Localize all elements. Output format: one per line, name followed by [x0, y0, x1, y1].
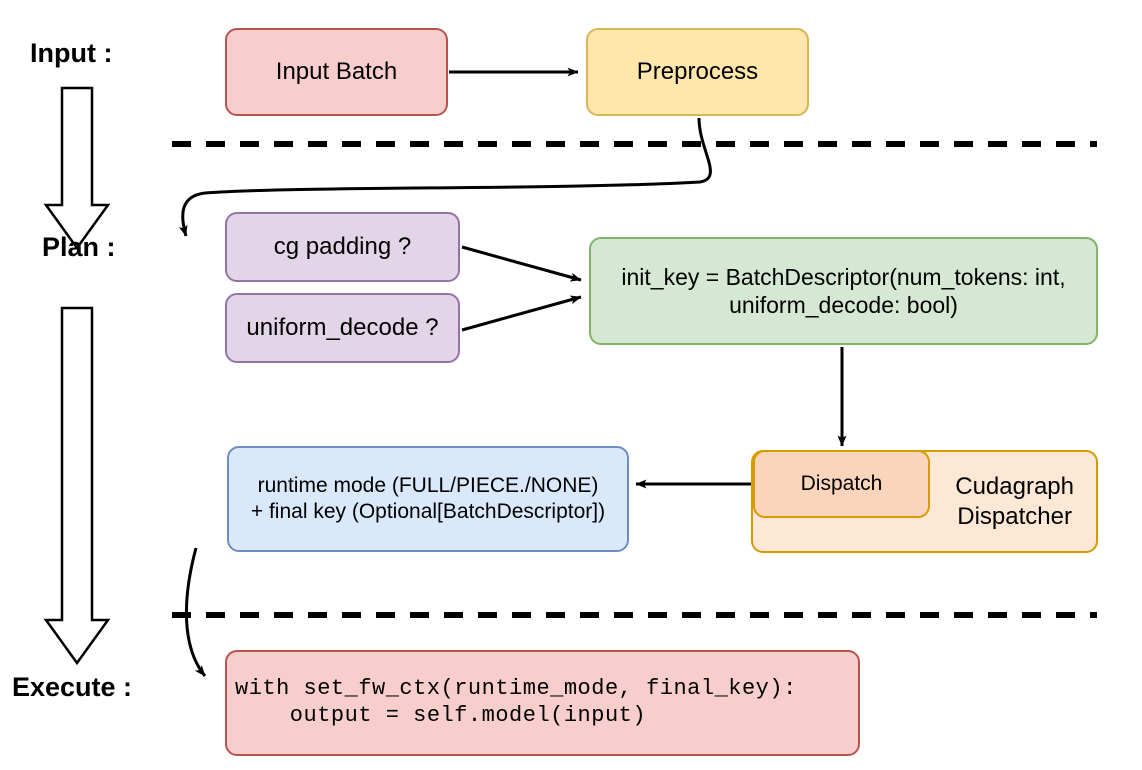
node-code-text: with set_fw_ctx(runtime_mode, final_key)…: [235, 676, 858, 730]
node-cudagraph-dispatcher-line2: Dispatcher: [957, 502, 1072, 530]
node-cg-padding[interactable]: cg padding ?: [225, 212, 460, 282]
node-preprocess-label: Preprocess: [636, 58, 759, 86]
plan-to-execute-block-arrow: [43, 306, 111, 666]
node-init-key[interactable]: init_key = BatchDescriptor(num_tokens: i…: [589, 237, 1098, 345]
node-cudagraph-dispatcher-text: Cudagraph Dispatcher: [955, 472, 1074, 531]
stage-label-execute: Execute :: [12, 672, 133, 702]
node-uniform-decode-label: uniform_decode ?: [246, 314, 439, 342]
arrow-cg-padding-to-init-key: [461, 245, 582, 282]
node-input-batch-label: Input Batch: [275, 58, 398, 86]
node-code-line2: output = self.model(input): [235, 703, 647, 728]
arrow-uniform-decode-to-init-key: [461, 295, 582, 332]
node-cudagraph-dispatcher-line1: Cudagraph: [955, 473, 1074, 501]
node-dispatch[interactable]: Dispatch: [753, 450, 930, 518]
node-code-line1: with set_fw_ctx(runtime_mode, final_key)…: [235, 676, 797, 702]
stage-label-plan: Plan :: [42, 232, 116, 262]
node-init-key-line2: uniform_decode: bool): [729, 292, 958, 318]
node-init-key-line1: init_key = BatchDescriptor(num_tokens: i…: [621, 263, 1066, 290]
arrow-runtime-mode-to-code: [184, 547, 207, 677]
node-init-key-text: init_key = BatchDescriptor(num_tokens: i…: [601, 263, 1086, 319]
node-cg-padding-label: cg padding ?: [273, 233, 412, 261]
node-runtime-mode-line2: + final key (Optional[BatchDescriptor]): [250, 500, 606, 523]
node-code-block[interactable]: with set_fw_ctx(runtime_mode, final_key)…: [225, 650, 860, 756]
node-uniform-decode[interactable]: uniform_decode ?: [225, 293, 460, 363]
node-runtime-mode-line1: runtime mode (FULL/PIECE./NONE): [257, 474, 599, 498]
stage-label-input: Input :: [30, 38, 113, 68]
node-input-batch[interactable]: Input Batch: [225, 28, 448, 116]
node-preprocess[interactable]: Preprocess: [586, 28, 809, 116]
node-dispatch-label: Dispatch: [800, 472, 883, 496]
node-runtime-mode[interactable]: runtime mode (FULL/PIECE./NONE) + final …: [227, 446, 629, 552]
input-to-plan-block-arrow: [43, 86, 111, 251]
node-runtime-mode-text: runtime mode (FULL/PIECE./NONE) + final …: [229, 473, 627, 524]
